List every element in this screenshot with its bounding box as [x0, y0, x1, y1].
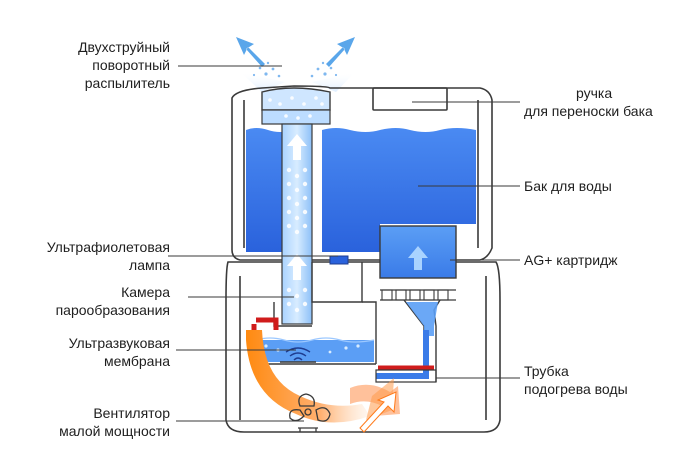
basin-water [255, 337, 375, 362]
ag-cartridge [379, 225, 457, 301]
label-handle-line-2: для переноски бака [524, 103, 653, 119]
label-chamber-line-1: Камера [121, 284, 170, 300]
label-handle: ручка для переноски бака [524, 84, 653, 120]
label-tank-line-1: Бак для воды [524, 178, 612, 194]
uv-lamp [329, 255, 349, 265]
label-sprayer-line-1: Двухструйный [78, 39, 170, 55]
label-sprayer-line-2: поворотный [92, 57, 170, 73]
label-membrane-line-2: мембрана [104, 353, 170, 369]
label-sprayer: Двухструйный поворотный распылитель [78, 38, 170, 92]
steam-tube [261, 87, 331, 325]
up-arrow-icon [287, 254, 307, 280]
label-heater-line-1: Трубка [524, 363, 569, 379]
label-handle-line-1: ручка [576, 85, 613, 101]
label-sprayer-line-3: распылитель [84, 75, 170, 91]
fan-icon [289, 393, 331, 432]
label-chamber-line-2: парообразования [55, 302, 170, 318]
warm-air-arrow-icon [359, 391, 397, 433]
label-tank: Бак для воды [524, 177, 612, 195]
label-uv-lamp-line-1: Ультрафиолетовая [46, 239, 170, 255]
leader-lines [168, 65, 520, 422]
label-cartridge-line-1: AG+ картридж [524, 252, 618, 268]
down-arrow-icon [408, 246, 428, 270]
label-fan: Вентилятор малой мощности [59, 404, 170, 440]
label-uv-lamp-line-2: лампа [129, 257, 170, 273]
water-tank [246, 128, 476, 252]
ultrasonic-membrane [280, 347, 316, 363]
label-fan-line-1: Вентилятор [93, 405, 170, 421]
label-cartridge: AG+ картридж [524, 251, 618, 269]
label-chamber: Камера парообразования [56, 283, 170, 319]
spray-arrow-right-icon [326, 37, 355, 67]
label-membrane: Ультразвуковая мембрана [69, 334, 170, 370]
label-fan-line-2: малой мощности [59, 423, 170, 439]
label-heater: Трубка подогрева воды [524, 362, 628, 398]
warm-air-flow [246, 330, 400, 433]
spray-arrow-left-icon [236, 37, 265, 67]
humidifier-body [225, 85, 501, 433]
up-arrow-icon [287, 134, 307, 160]
label-heater-line-2: подогрева воды [524, 381, 628, 397]
label-membrane-line-1: Ультразвуковая [68, 335, 170, 351]
mist-spray [240, 61, 355, 92]
label-uv-lamp: Ультрафиолетовая лампа [47, 238, 170, 274]
